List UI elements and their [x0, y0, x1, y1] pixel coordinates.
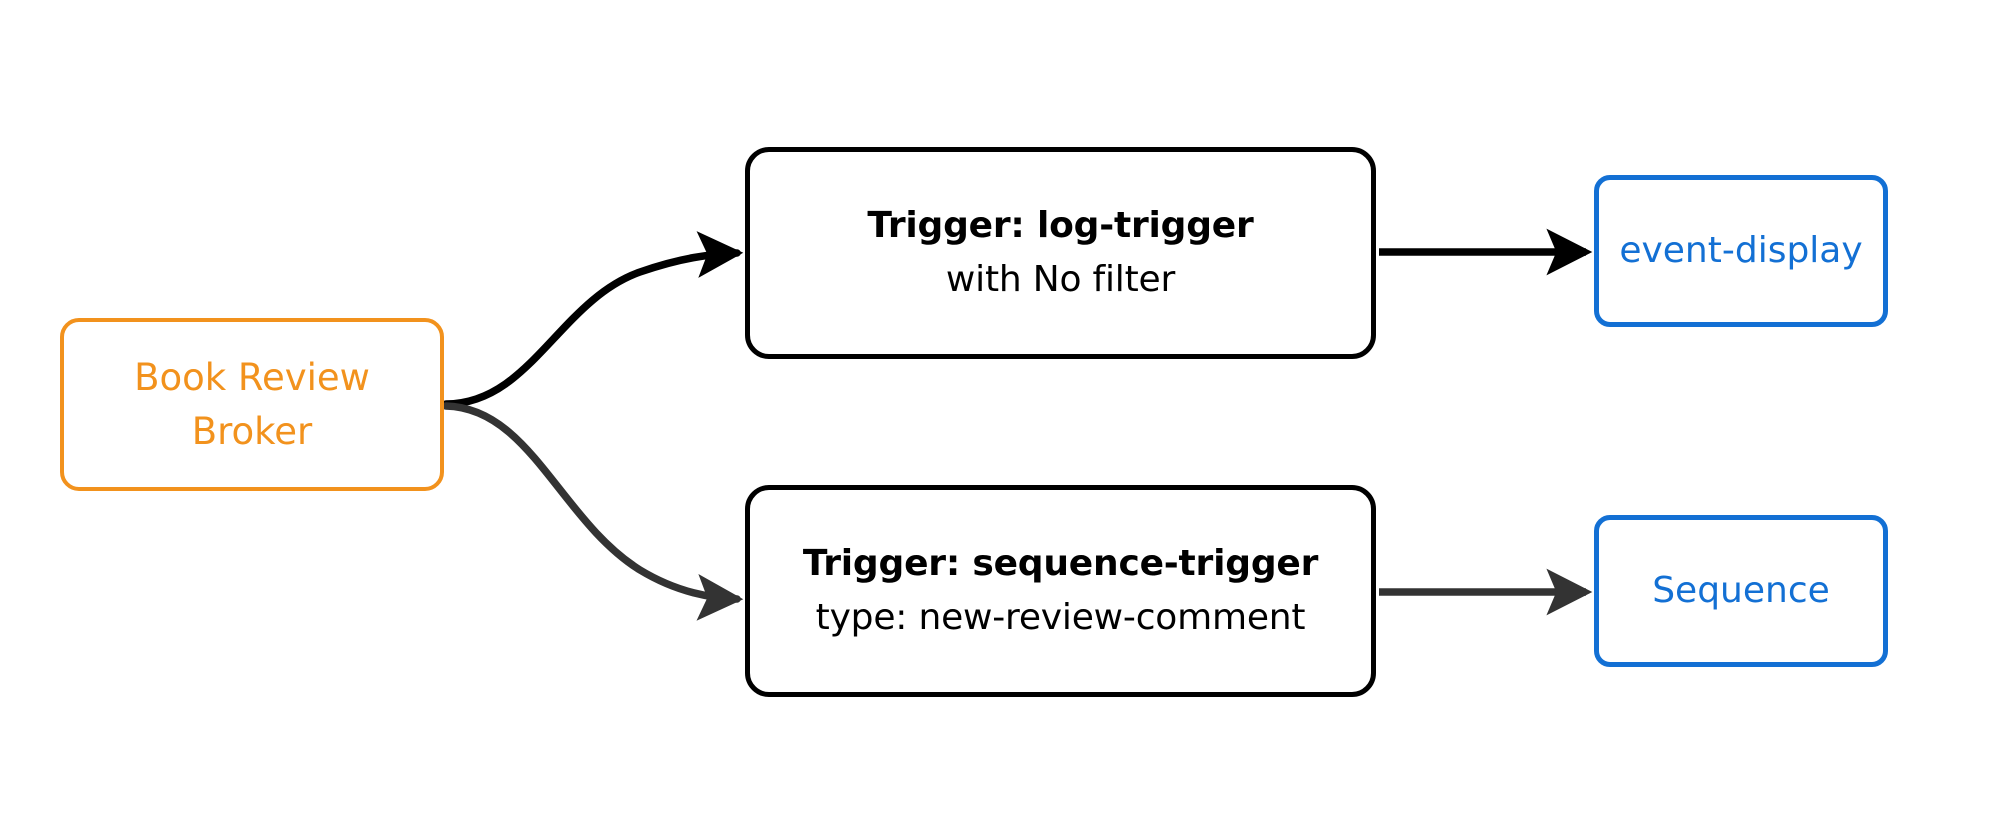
node-sequence-label: Sequence: [1652, 569, 1830, 611]
node-book-review-broker[interactable]: Book Review Broker: [60, 318, 444, 491]
node-log-trigger[interactable]: Trigger: log-trigger with No filter: [745, 147, 1376, 359]
node-event-display-label: event-display: [1619, 229, 1863, 271]
node-sequence-trigger[interactable]: Trigger: sequence-trigger type: new-revi…: [745, 485, 1376, 697]
node-sequence-trigger-title: Trigger: sequence-trigger: [802, 542, 1319, 584]
node-log-trigger-subtitle: with No filter: [945, 259, 1176, 300]
node-sequence-trigger-subtitle: type: new-review-comment: [815, 597, 1306, 638]
node-log-trigger-title: Trigger: log-trigger: [867, 204, 1254, 246]
edge-broker-to-log-trigger: [442, 231, 744, 408]
node-broker-label-line2: Broker: [191, 410, 313, 453]
node-broker-label-line1: Book Review: [134, 355, 370, 399]
edge-broker-to-sequence-trigger: [442, 402, 744, 621]
node-sequence[interactable]: Sequence: [1594, 515, 1888, 667]
node-event-display[interactable]: event-display: [1594, 175, 1888, 327]
